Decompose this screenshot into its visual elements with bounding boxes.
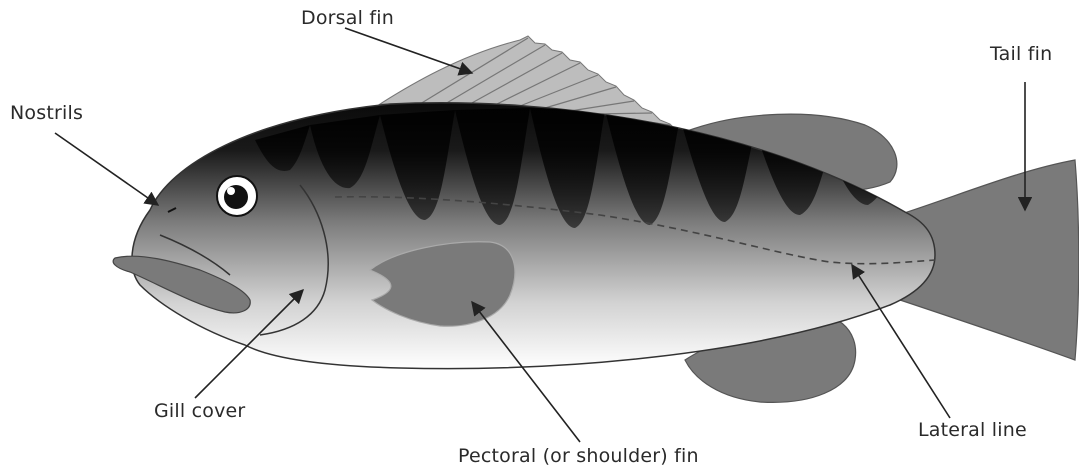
label-nostrils: Nostrils <box>10 104 83 123</box>
label-dorsal-fin: Dorsal fin <box>301 9 394 28</box>
arrow-dorsal-fin <box>345 28 472 73</box>
label-pectoral-fin: Pectoral (or shoulder) fin <box>458 447 699 466</box>
label-gill-cover: Gill cover <box>154 402 245 421</box>
eye-pupil <box>224 185 248 209</box>
arrow-nostrils <box>55 133 158 205</box>
label-tail-fin: Tail fin <box>990 45 1052 64</box>
eye-highlight <box>227 187 235 195</box>
label-lateral-line: Lateral line <box>918 421 1027 440</box>
